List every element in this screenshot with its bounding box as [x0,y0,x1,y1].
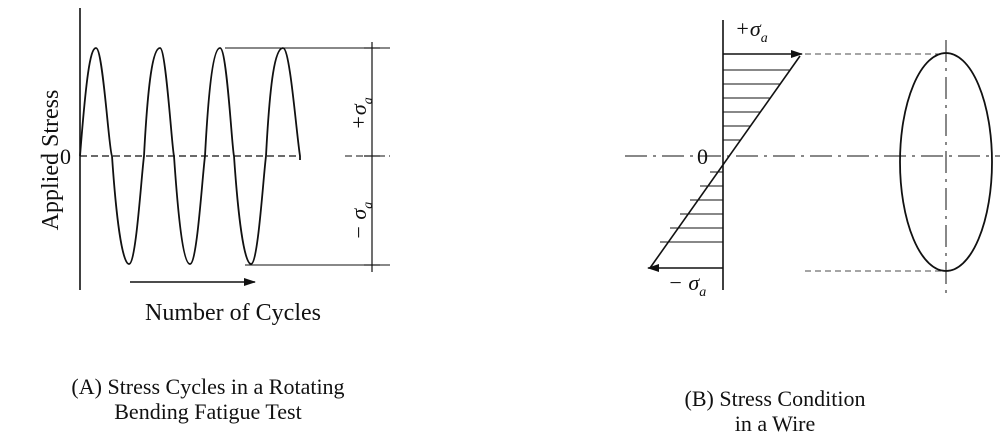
caption-a: (A) Stress Cycles in a Rotating Bending … [8,374,408,424]
minus-sigma-b-label: − σa [668,270,706,300]
minus-sigma-a-label: − σa [346,202,376,240]
panel-a [79,8,390,290]
stress-hatching [660,69,790,243]
x-axis-label: Number of Cycles [145,300,321,326]
plus-sigma-b-label: +σa [735,16,768,46]
stress-sine-wave [79,47,301,265]
plus-sigma-a-label: +σa [346,97,376,130]
zero-label-a: 0 [60,144,71,169]
svg-text:− σa: − σa [346,202,376,240]
caption-b-line-2: in a Wire [734,411,816,436]
y-axis-label: Applied Stress [38,90,64,231]
panel-b [625,20,1000,295]
caption-b-line-1: (B) Stress Condition [684,386,866,411]
svg-text:+σa: +σa [346,97,376,130]
stress-gradient-line [649,55,801,269]
caption-a-line-2: Bending Fatigue Test [114,399,302,424]
caption-a-line-1: (A) Stress Cycles in a Rotating [71,374,345,399]
zero-label-b: 0 [697,144,708,169]
caption-b: (B) Stress Condition in a Wire [645,386,905,436]
